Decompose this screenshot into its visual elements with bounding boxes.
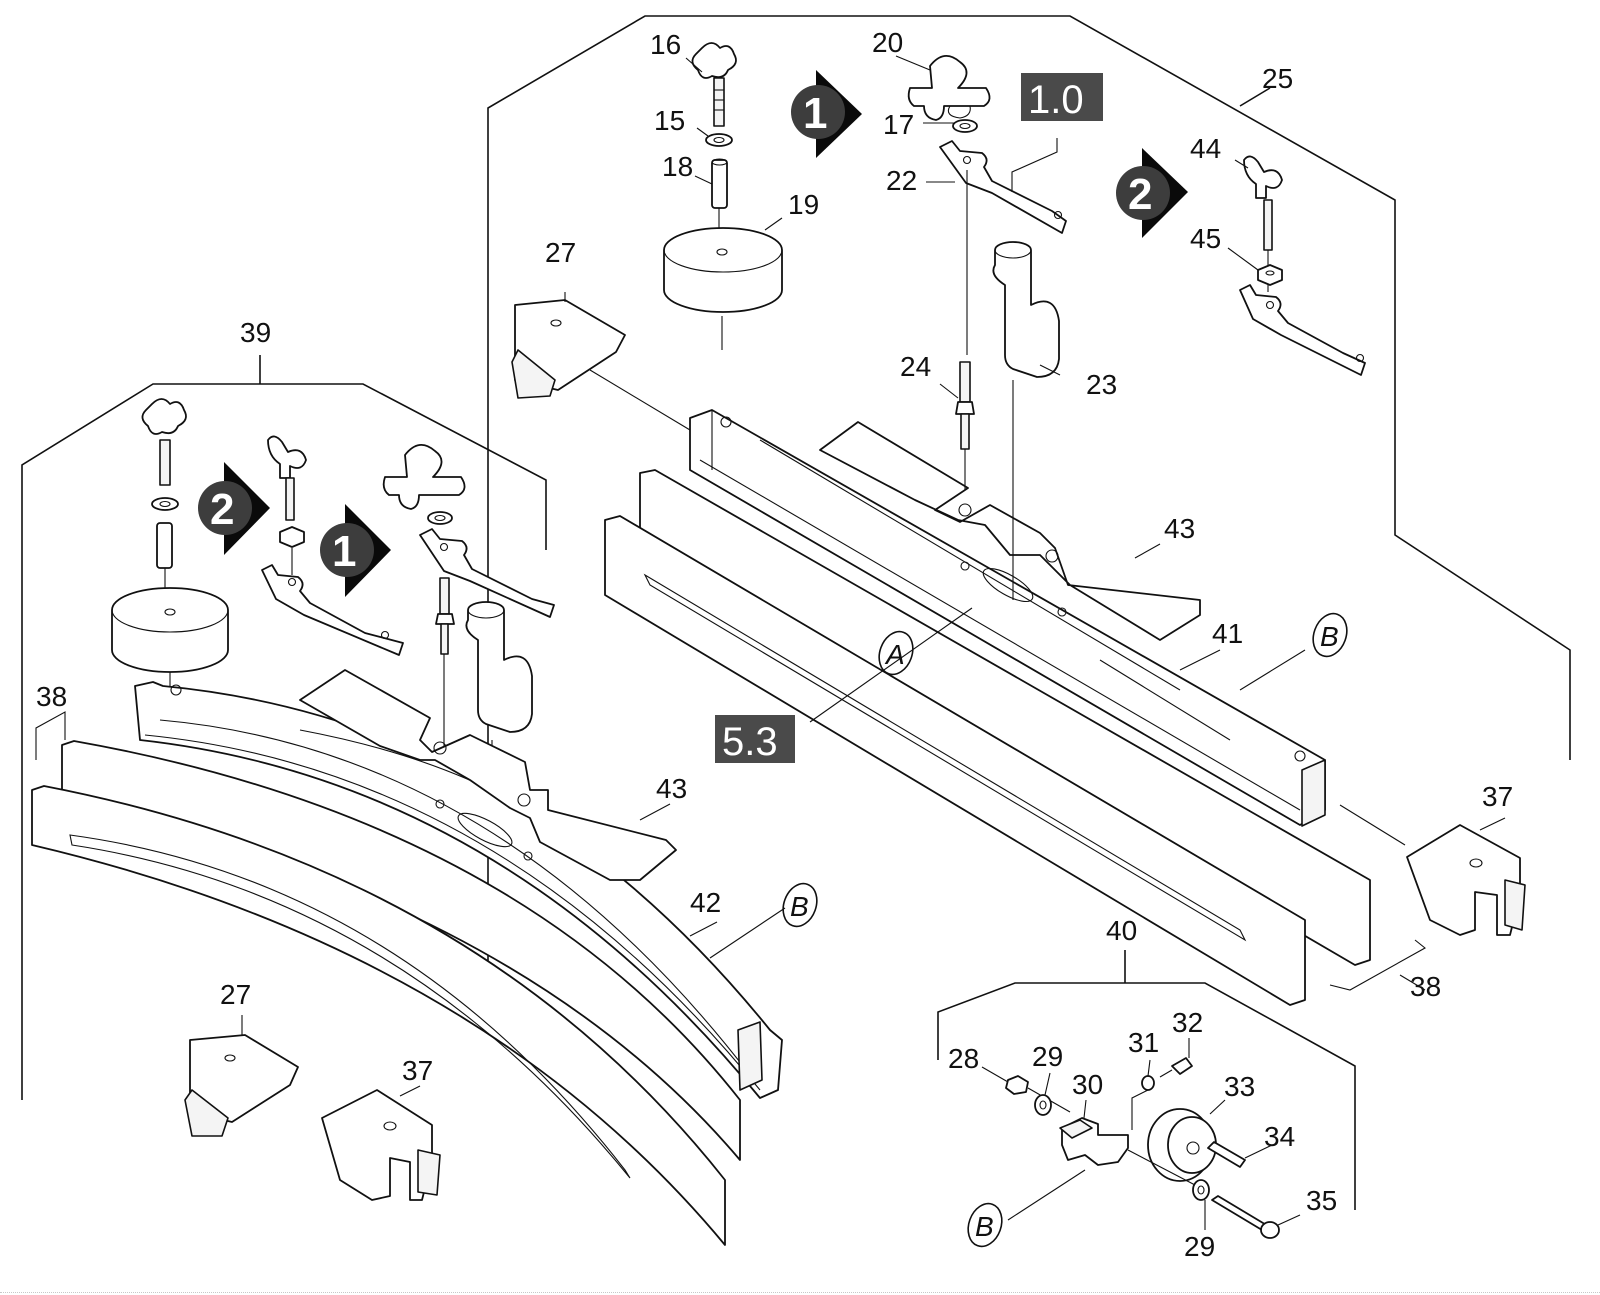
- weight-19: [663, 227, 783, 350]
- bracket-45-mount: [1239, 284, 1366, 376]
- part-label-33: 33: [1224, 1071, 1255, 1102]
- part-label-20: 20: [872, 27, 903, 58]
- part-label-27-upper: 27: [545, 237, 576, 268]
- bracket-left-22: [419, 528, 555, 618]
- part-label-42: 42: [690, 887, 721, 918]
- nut-45: [1257, 264, 1283, 286]
- leader-38-left: [35, 711, 66, 760]
- part-label-34: 34: [1264, 1121, 1295, 1152]
- part-label-41: 41: [1212, 618, 1243, 649]
- bracket-30: [1059, 1117, 1129, 1166]
- part-label-44: 44: [1190, 133, 1221, 164]
- torque-badge-5-3: 5.3: [715, 715, 795, 764]
- part-label-37-lower: 37: [402, 1055, 433, 1086]
- fence-foot-37-right: [1339, 804, 1526, 936]
- reference-callout-b-upper: B: [1312, 612, 1348, 658]
- washer-left-15: [151, 497, 179, 511]
- part-label-40: 40: [1106, 915, 1137, 946]
- washer-15: [705, 133, 733, 147]
- part-label-43-left: 43: [656, 773, 687, 804]
- bracket-22: [939, 140, 1067, 355]
- svg-text:A: A: [884, 639, 905, 670]
- sub-plate-43-left: [299, 669, 677, 881]
- part-labels: 16 15 18 19 20 17 22 25 44 45 27 24 23 4…: [36, 27, 1513, 1262]
- screw-left-24: [435, 577, 455, 760]
- step-marker-1-top: 1: [791, 70, 862, 158]
- part-label-38-right: 38: [1410, 971, 1441, 1002]
- washer-29-lower: [1127, 1149, 1210, 1201]
- part-label-24: 24: [900, 351, 931, 382]
- part-label-16: 16: [650, 29, 681, 60]
- step-marker-2-top: 2: [1116, 148, 1188, 238]
- washer-17: [952, 119, 978, 133]
- fence-foot-37-lower: [321, 1089, 441, 1201]
- svg-text:2: 2: [210, 485, 234, 534]
- part-label-43-upper: 43: [1164, 513, 1195, 544]
- weight-left-19: [111, 587, 229, 690]
- part-label-28: 28: [948, 1043, 979, 1074]
- part-label-27-lower: 27: [220, 979, 251, 1010]
- svg-text:2: 2: [1128, 170, 1152, 219]
- wing-bolt-left-44: [267, 435, 307, 575]
- svg-text:B: B: [1320, 621, 1339, 652]
- fence-foot-27-lower: [184, 1034, 299, 1137]
- reference-callout-a: A: [878, 630, 914, 676]
- svg-text:1.0: 1.0: [1028, 78, 1084, 122]
- bracket-left-45-mount: [261, 564, 404, 656]
- part-label-30: 30: [1072, 1069, 1103, 1100]
- four-arm-knob-20: [907, 55, 991, 121]
- part-label-39: 39: [240, 317, 271, 348]
- svg-text:B: B: [790, 891, 809, 922]
- svg-text:1: 1: [803, 89, 827, 138]
- part-label-37-right: 37: [1482, 781, 1513, 812]
- part-label-38-left: 38: [36, 681, 67, 712]
- screw-24: [955, 361, 975, 490]
- part-label-32: 32: [1172, 1007, 1203, 1038]
- part-label-31: 31: [1128, 1027, 1159, 1058]
- washer-left-17: [427, 511, 453, 525]
- fence-holder-23: [992, 241, 1060, 600]
- fence-foot-27-upper: [511, 299, 691, 431]
- washer-31: [1131, 1075, 1155, 1130]
- svg-text:5.3: 5.3: [722, 720, 778, 764]
- washer-29-upper: [1034, 1094, 1052, 1116]
- part-label-15: 15: [654, 105, 685, 136]
- fence-plate-38-upper: [604, 469, 1371, 1006]
- axle-34: [1207, 1141, 1246, 1168]
- part-label-25: 25: [1262, 63, 1293, 94]
- page-bottom-rule: [0, 1292, 1600, 1293]
- leader-lines: [241, 55, 1506, 1230]
- part-label-45: 45: [1190, 223, 1221, 254]
- star-knob-16: [691, 42, 737, 127]
- part-label-19: 19: [788, 189, 819, 220]
- assembly-bracket-25: [487, 15, 1571, 1000]
- part-label-22: 22: [886, 165, 917, 196]
- part-label-29-lower: 29: [1184, 1231, 1215, 1262]
- reference-callout-b-roller: B: [967, 1202, 1003, 1248]
- curved-plate-38-left: [31, 740, 741, 1246]
- torque-badge-1-0: 1.0: [1021, 73, 1103, 122]
- roller-33: [1147, 1108, 1217, 1182]
- part-label-29-upper: 29: [1032, 1041, 1063, 1072]
- reference-callout-b-left: B: [782, 882, 818, 928]
- step-marker-1-left: 1: [320, 504, 391, 597]
- part-label-35: 35: [1306, 1185, 1337, 1216]
- screw-32: [1159, 1057, 1193, 1078]
- knob-left-16: [141, 398, 187, 486]
- svg-text:1: 1: [332, 527, 356, 576]
- assembly-bracket-39: [21, 355, 547, 1100]
- part-label-17: 17: [883, 109, 914, 140]
- svg-text:B: B: [975, 1211, 994, 1242]
- part-label-18: 18: [662, 151, 693, 182]
- step-marker-2-left: 2: [198, 462, 270, 555]
- part-label-23: 23: [1086, 369, 1117, 400]
- fence-rail-41: [689, 409, 1326, 827]
- bolt-35: [1211, 1195, 1280, 1239]
- four-arm-knob-left-20: [382, 444, 466, 510]
- assembly-bracket-40: [937, 950, 1356, 1210]
- leader-38-lower-right: [1329, 939, 1426, 991]
